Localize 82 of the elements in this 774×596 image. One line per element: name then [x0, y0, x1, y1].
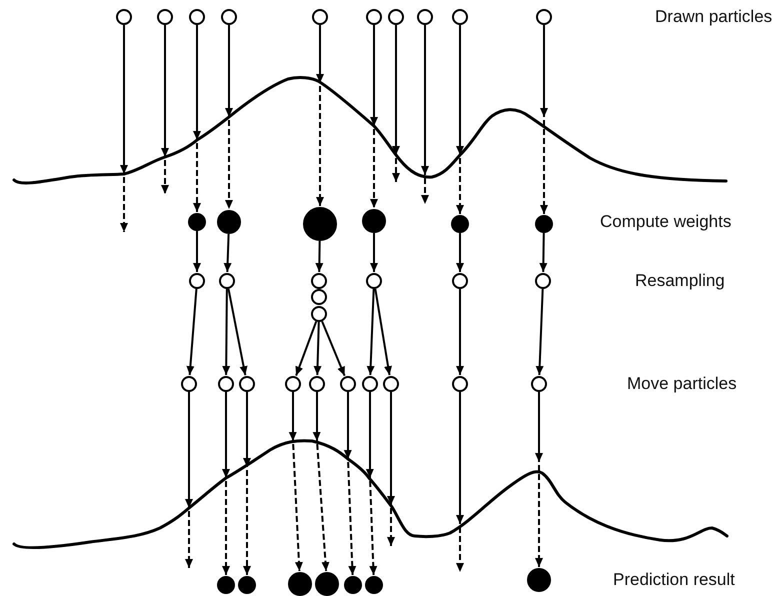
particle-circle	[239, 376, 255, 392]
weighted-particle-dot	[344, 576, 362, 594]
particle-circle	[366, 273, 382, 289]
arrow	[185, 392, 193, 568]
particle-circle	[531, 376, 547, 392]
arrow	[222, 392, 230, 575]
arrow	[392, 25, 400, 182]
particle-circle	[181, 376, 197, 392]
particle-circle	[218, 376, 234, 392]
weighted-particle-dot	[362, 209, 386, 233]
arrow	[315, 240, 324, 272]
particle-circle	[221, 9, 237, 25]
arrow	[370, 233, 378, 272]
weighted-particle-dot	[288, 572, 312, 596]
weighted-particle-dot	[315, 572, 339, 596]
particle-circle	[285, 376, 301, 392]
arrow	[366, 392, 378, 576]
arrow	[421, 25, 429, 204]
particle-circle	[312, 9, 328, 25]
step-label: Move particles	[627, 374, 737, 394]
particle-circle	[311, 306, 327, 322]
particle-circle	[311, 273, 327, 289]
step-label: Resampling	[635, 271, 725, 291]
arrow	[344, 392, 356, 576]
particle-circle	[189, 273, 205, 289]
arrow	[312, 392, 330, 572]
particle-circle	[219, 273, 235, 289]
weighted-particle-dot	[217, 576, 235, 594]
weighted-particle-dot	[238, 576, 256, 594]
arrow	[456, 233, 464, 272]
arrow	[321, 321, 346, 376]
arrow	[193, 231, 201, 272]
arrow	[387, 392, 395, 546]
particle-circle	[157, 9, 173, 25]
weighted-particle-dot	[535, 215, 553, 233]
particle-circle	[452, 9, 468, 25]
arrow	[456, 25, 464, 214]
arrow	[120, 25, 128, 232]
arrow	[374, 288, 392, 376]
particle-circle	[311, 289, 327, 305]
arrow	[243, 392, 251, 575]
arrow	[288, 392, 303, 572]
arrow	[295, 321, 318, 376]
particle-circle	[535, 273, 551, 289]
arrow	[540, 25, 548, 214]
step-label: Drawn particles	[655, 7, 772, 27]
arrow	[193, 25, 201, 212]
weighted-particle-dot	[188, 213, 206, 231]
particle-circle	[366, 9, 382, 25]
arrow	[228, 288, 248, 376]
arrow	[536, 288, 544, 376]
arrow	[456, 289, 464, 375]
particle-circle	[309, 376, 325, 392]
particle-circle	[340, 376, 356, 392]
arrow	[186, 288, 198, 376]
arrow	[314, 322, 322, 376]
arrow	[225, 25, 233, 209]
arrow	[366, 288, 375, 376]
arrow	[456, 392, 464, 572]
particle-circle	[189, 9, 205, 25]
arrow	[316, 25, 324, 206]
particle-circle	[452, 376, 468, 392]
particle-circle	[417, 9, 433, 25]
arrow	[222, 288, 230, 376]
arrow	[161, 25, 169, 194]
particle-circle	[116, 9, 132, 25]
particle-circle	[452, 273, 468, 289]
weighted-particle-dot	[217, 210, 241, 234]
particle-circle	[362, 376, 378, 392]
weighted-particle-dot	[365, 576, 383, 594]
step-label: Compute weights	[600, 212, 732, 232]
arrow	[539, 232, 548, 272]
weighted-particle-dot	[451, 215, 469, 233]
arrow	[535, 392, 543, 567]
particle-circle	[536, 9, 552, 25]
particle-circle	[388, 9, 404, 25]
weighted-particle-dot	[527, 568, 551, 592]
arrow	[370, 25, 378, 208]
particle-circle	[383, 376, 399, 392]
weighted-particle-dot	[303, 207, 337, 241]
arrow	[224, 234, 232, 272]
step-label: Prediction result	[613, 570, 735, 590]
